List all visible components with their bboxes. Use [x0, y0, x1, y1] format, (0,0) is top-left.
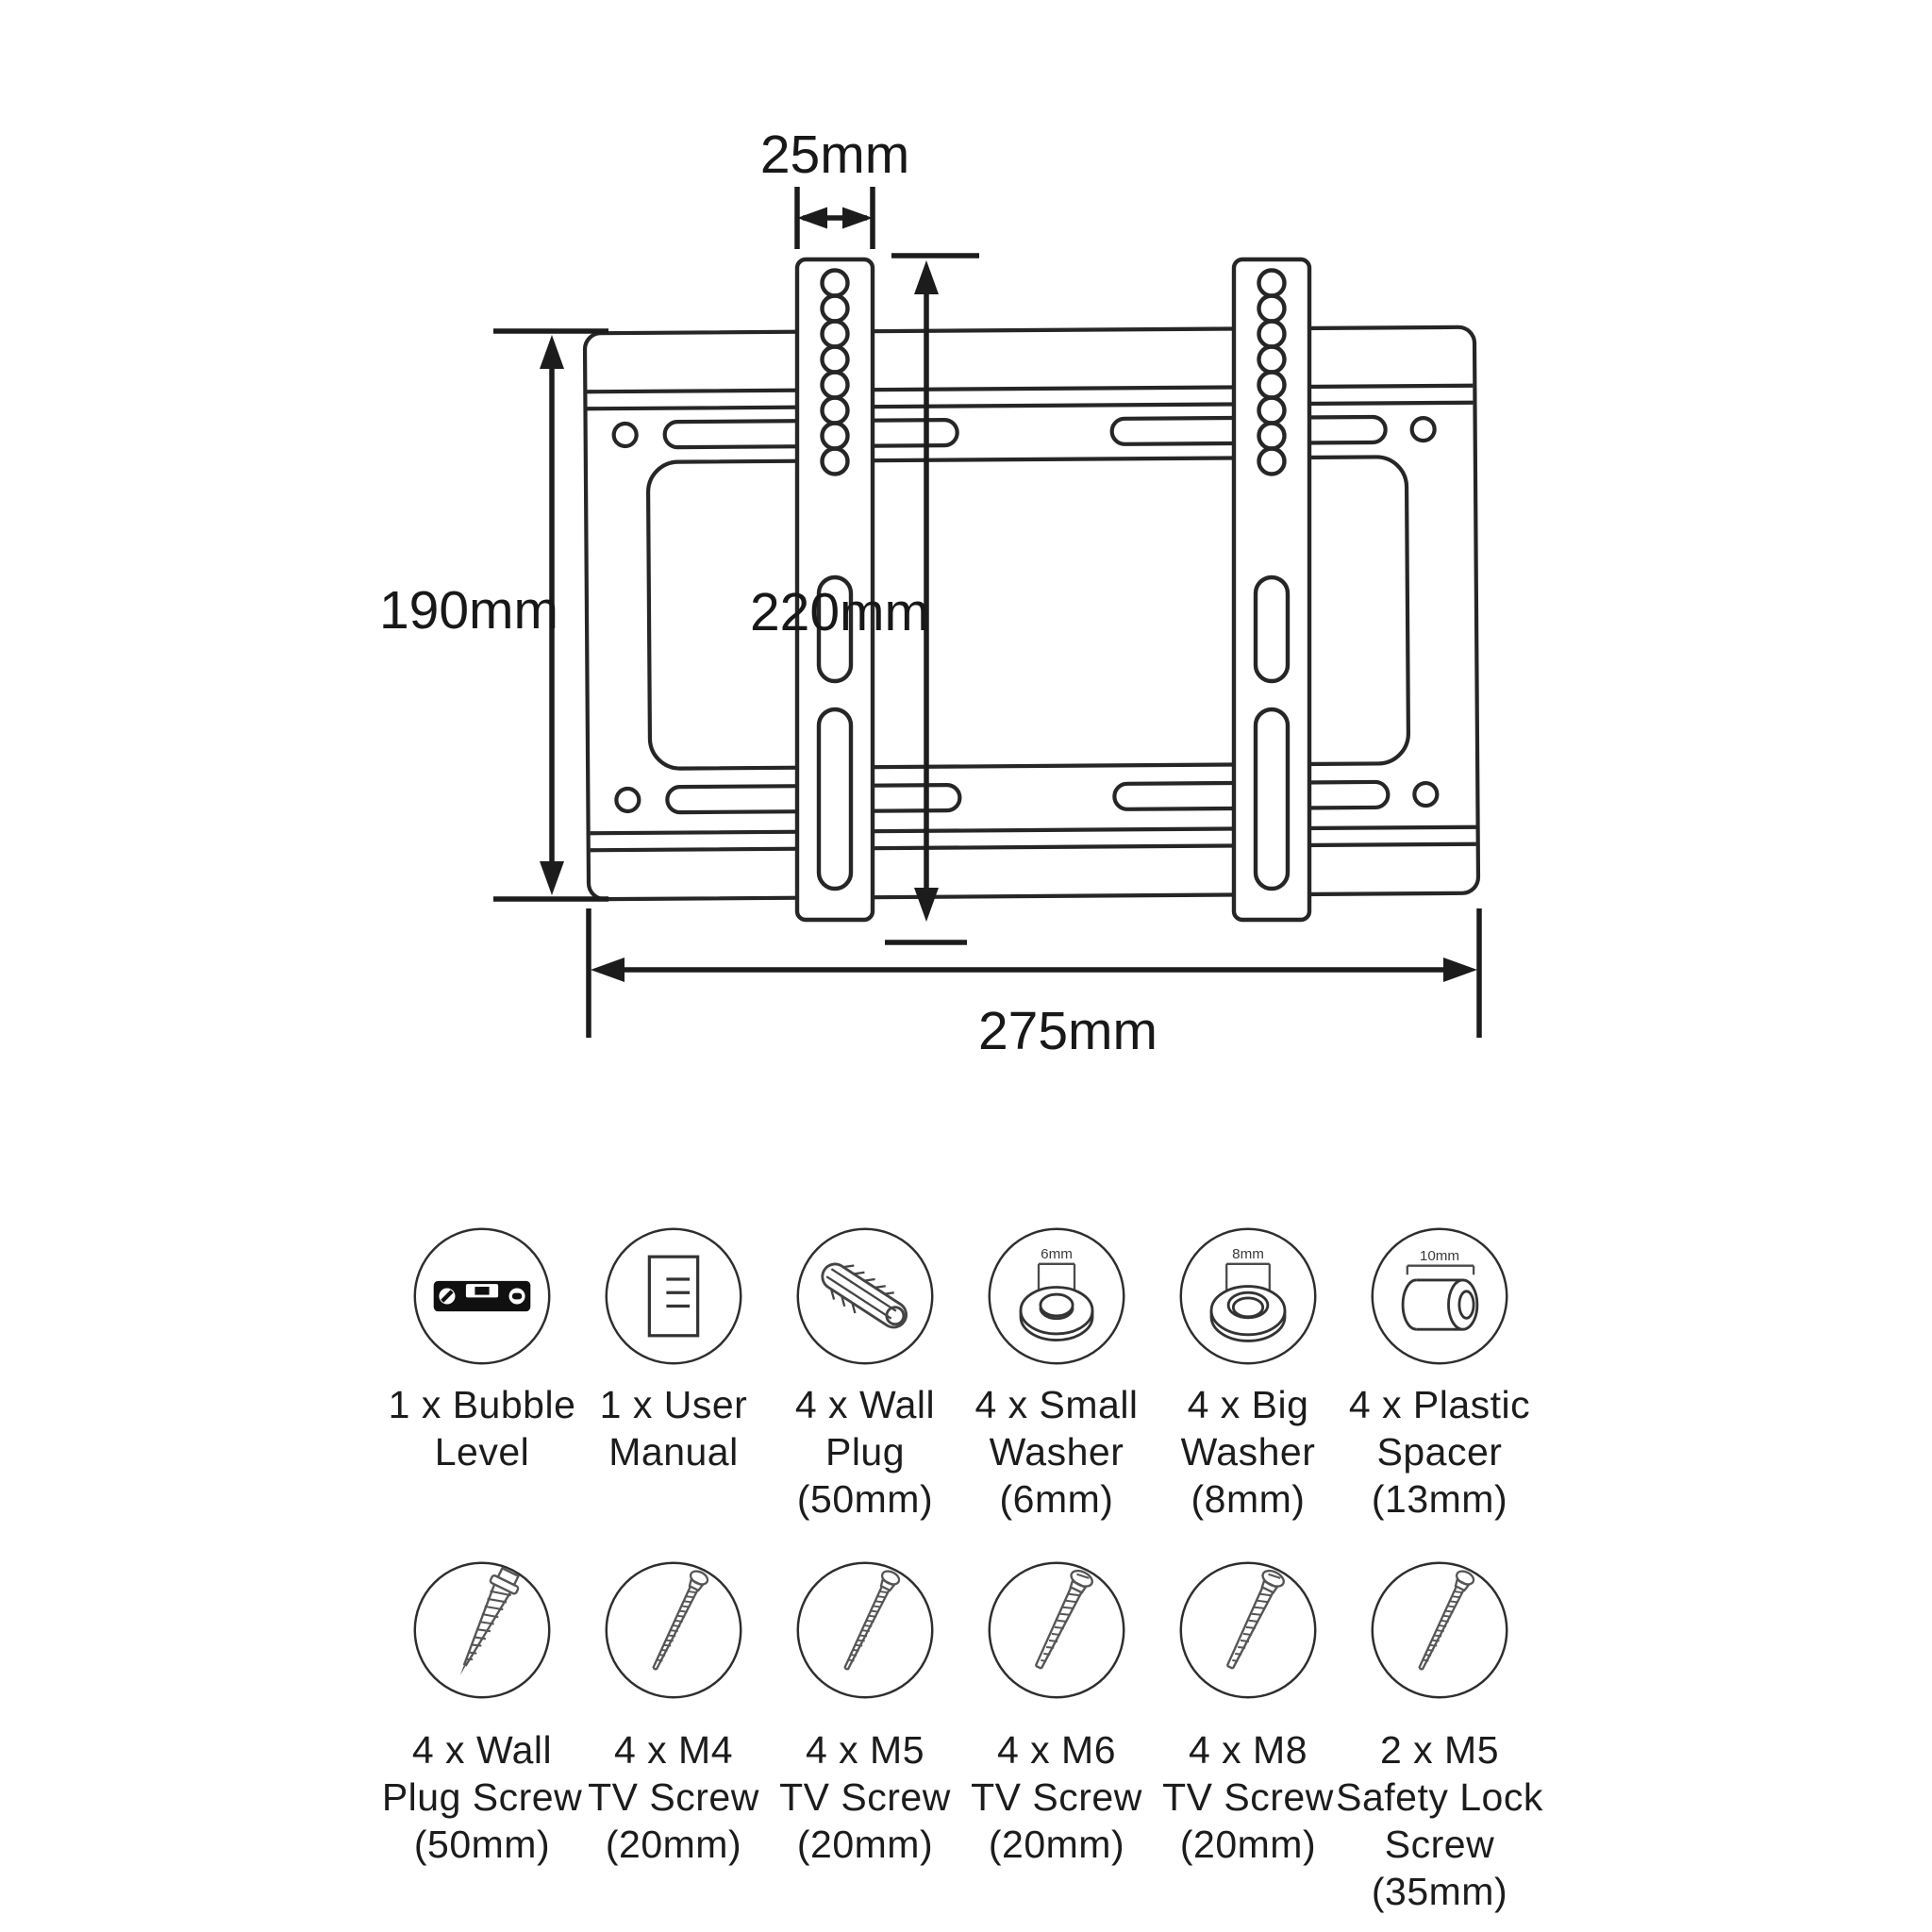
- user-manual-icon: [605, 1227, 742, 1365]
- plate-hole: [1412, 780, 1440, 808]
- part-label: 4 x Big Washer (8mm): [1180, 1383, 1316, 1521]
- plate-hole: [614, 786, 641, 814]
- spacer-size-label: 10mm: [1420, 1248, 1459, 1264]
- tv-rails: [794, 257, 1312, 923]
- part-bubble-level: 1 x Bubble Level: [364, 1224, 600, 1475]
- part-small-washer: 6mm 4 x Small Washer (6mm): [939, 1224, 1174, 1523]
- part-wall-plug-screw: 4 x Wall Plug Screw (50mm): [364, 1558, 600, 1868]
- part-label: 4 x Wall Plug (50mm): [794, 1383, 936, 1521]
- dim-label-vertical-span: 220mm: [750, 582, 929, 642]
- dimension-arrowheads: [540, 207, 1477, 982]
- m6-screw-icon: [988, 1561, 1125, 1699]
- part-label: 4 x M4 TV Screw (20mm): [588, 1728, 759, 1866]
- m5-safety-lock-screw-icon: [1371, 1561, 1508, 1699]
- dim-label-rail-width: 25mm: [760, 125, 909, 185]
- part-label: 1 x Bubble Level: [388, 1383, 576, 1474]
- part-label: 1 x User Manual: [599, 1383, 748, 1474]
- big-washer-icon: 8mm: [1179, 1227, 1317, 1365]
- washer-size-label: 8mm: [1232, 1246, 1264, 1262]
- part-m4-tv-screw: 4 x M4 TV Screw (20mm): [556, 1558, 791, 1868]
- m8-screw-icon: [1179, 1561, 1317, 1699]
- part-label: 4 x Wall Plug Screw (50mm): [381, 1728, 583, 1866]
- m4-screw-icon: [605, 1561, 742, 1699]
- part-m5-safety-lock-screw: 2 x M5 Safety Lock Screw (35mm): [1322, 1558, 1557, 1915]
- plastic-spacer-icon: 10mm: [1371, 1227, 1508, 1365]
- part-label: 4 x M6 TV Screw (20mm): [971, 1728, 1142, 1866]
- part-m8-tv-screw: 4 x M8 TV Screw (20mm): [1130, 1558, 1366, 1868]
- wall-plug-screw-icon: [413, 1561, 551, 1699]
- part-label: 4 x Plastic Spacer (13mm): [1348, 1383, 1531, 1521]
- part-m5-tv-screw: 4 x M5 TV Screw (20mm): [747, 1558, 983, 1868]
- plate-hole: [611, 421, 639, 449]
- dim-label-plate-width: 275mm: [978, 1001, 1158, 1061]
- plate-hole: [1409, 415, 1437, 443]
- wall-plug-icon: [796, 1227, 934, 1365]
- small-washer-icon: 6mm: [988, 1227, 1125, 1365]
- part-label: 4 x M8 TV Screw (20mm): [1162, 1728, 1334, 1866]
- part-label: 2 x M5 Safety Lock Screw (35mm): [1336, 1728, 1543, 1913]
- part-plastic-spacer: 10mm 4 x Plastic Spacer (13mm): [1322, 1224, 1557, 1523]
- part-wall-plug: 4 x Wall Plug (50mm): [747, 1224, 983, 1523]
- m5-screw-icon: [796, 1561, 934, 1699]
- part-m6-tv-screw: 4 x M6 TV Screw (20mm): [939, 1558, 1174, 1868]
- part-big-washer: 8mm 4 x Big Washer (8mm): [1130, 1224, 1366, 1523]
- part-label: 4 x Small Washer (6mm): [974, 1383, 1139, 1521]
- bubble-level-icon: [413, 1227, 551, 1365]
- washer-size-label: 6mm: [1041, 1246, 1073, 1262]
- part-label: 4 x M5 TV Screw (20mm): [779, 1728, 951, 1866]
- dim-label-plate-height: 190mm: [379, 580, 558, 641]
- part-user-manual: 1 x User Manual: [556, 1224, 791, 1475]
